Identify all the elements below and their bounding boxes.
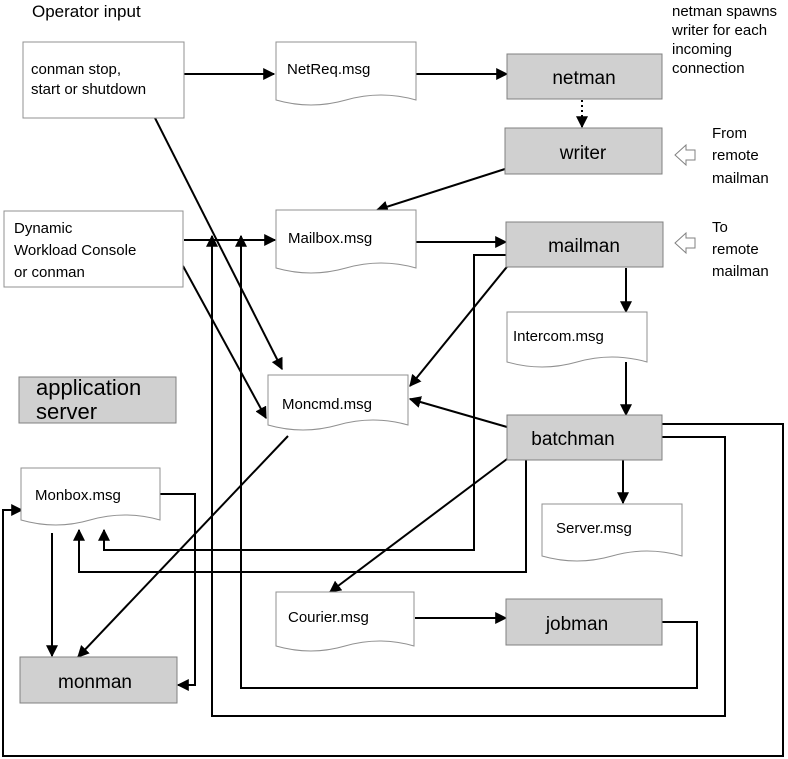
dwc-line-3: or conman	[14, 264, 85, 281]
netman-spawns-line-4: connection	[672, 60, 745, 77]
diagram-title: Operator input	[32, 2, 141, 21]
jobman-process: jobman	[505, 598, 663, 646]
netman-process: netman	[506, 53, 663, 100]
mailbox-msg-file: Mailbox.msg	[275, 209, 417, 274]
arrow-dwc-to-moncmd	[182, 265, 267, 420]
arrow-mailman-to-monbox	[98, 254, 507, 551]
arrow-moncmd-to-monman	[77, 435, 289, 658]
arrow-jobman-to-mailbox	[235, 234, 698, 689]
from-remote-line-3: mailman	[712, 170, 769, 187]
mailman-label: mailman	[548, 236, 620, 257]
application-server-line-2: server	[36, 399, 97, 424]
intercom-msg-file: Intercom.msg	[506, 311, 648, 368]
batchman-process: batchman	[506, 414, 663, 461]
from-remote-line-1: From	[712, 125, 747, 142]
arrow-monbox-to-monman-right	[160, 493, 196, 691]
writer-process: writer	[504, 127, 663, 175]
jobman-label: jobman	[545, 614, 608, 635]
from-remote-note: From remote mailman	[712, 125, 769, 187]
dwc-line-2: Workload Console	[14, 242, 136, 259]
netman-label: netman	[552, 68, 615, 89]
hollow-arrow-from-remote	[674, 143, 696, 167]
netman-spawns-line-3: incoming	[672, 41, 732, 58]
netman-spawns-note: netman spawns writer for each incoming c…	[671, 3, 777, 77]
arrow-batchman-loop-to-mailbox	[206, 234, 726, 717]
courier-msg-file: Courier.msg	[275, 591, 415, 652]
dwc-line-1: Dynamic	[14, 220, 73, 237]
to-remote-line-3: mailman	[712, 263, 769, 280]
monman-label: monman	[58, 672, 132, 693]
intercom-msg-label: Intercom.msg	[513, 328, 604, 345]
server-msg-label: Server.msg	[556, 520, 632, 537]
mailbox-msg-label: Mailbox.msg	[288, 230, 372, 247]
netreq-msg-file: NetReq.msg	[275, 41, 417, 106]
writer-label: writer	[559, 143, 607, 164]
application-server-box: application server	[18, 375, 177, 424]
to-remote-line-1: To	[712, 219, 728, 236]
netman-spawns-line-1: netman spawns	[672, 3, 777, 20]
arrow-batchman-to-courier	[329, 458, 508, 593]
to-remote-line-2: remote	[712, 241, 759, 258]
connectors	[2, 68, 784, 757]
courier-msg-label: Courier.msg	[288, 609, 369, 626]
to-remote-note: To remote mailman	[712, 219, 769, 280]
hollow-arrow-to-remote	[674, 231, 696, 255]
moncmd-msg-label: Moncmd.msg	[282, 396, 372, 413]
conman-stop-line-2: start or shutdown	[31, 81, 146, 98]
moncmd-msg-file: Moncmd.msg	[267, 374, 409, 431]
batchman-label: batchman	[531, 429, 614, 450]
arrow-mailman-to-moncmd	[409, 262, 511, 387]
monbox-msg-file: Monbox.msg	[20, 467, 161, 526]
arrow-batchman-to-moncmd	[408, 396, 508, 428]
from-remote-line-2: remote	[712, 147, 759, 164]
server-msg-file: Server.msg	[541, 503, 683, 562]
conman-stop-box: conman stop, start or shutdown	[22, 41, 185, 119]
arrow-writer-to-mailbox	[375, 168, 506, 213]
arrow-batchman-to-monbox	[73, 460, 527, 573]
arrow-batchman-to-monbox-outer	[2, 423, 784, 757]
mailman-process: mailman	[505, 221, 664, 268]
conman-stop-line-1: conman stop,	[31, 61, 121, 78]
netman-spawns-line-2: writer for each	[671, 22, 767, 39]
netreq-msg-label: NetReq.msg	[287, 61, 370, 78]
monman-process: monman	[19, 656, 178, 704]
application-server-line-1: application	[36, 375, 141, 400]
arrow-conman-to-moncmd	[154, 117, 283, 371]
monbox-msg-label: Monbox.msg	[35, 487, 121, 504]
dwc-box: Dynamic Workload Console or conman	[3, 210, 184, 288]
